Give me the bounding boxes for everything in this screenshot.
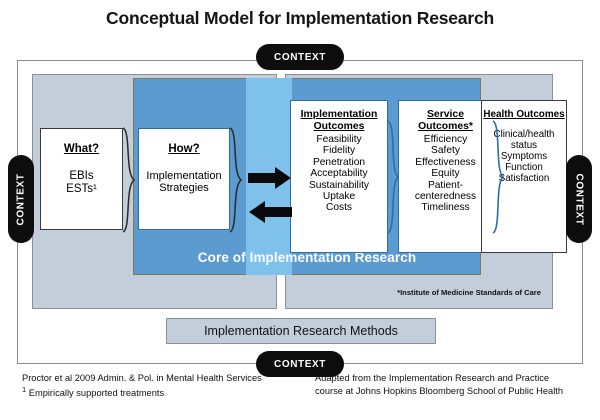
- health-outcome-item: Symptoms: [500, 151, 548, 163]
- context-pill-right: CONTEXT: [566, 155, 592, 243]
- box-how-items: Implementation Strategies: [139, 170, 229, 195]
- service-outcome-item: Equity: [431, 168, 460, 180]
- box-service-outcomes-items: Efficiency Safety Effectiveness Equity P…: [399, 134, 492, 214]
- footer-adapted-2: course at Johns Hopkins Bloomberg School…: [315, 386, 564, 397]
- box-how-header: How?: [168, 143, 200, 155]
- box-how-item: Implementation: [146, 169, 222, 182]
- context-pill-top: CONTEXT: [256, 44, 344, 70]
- implementation-outcome-item: Fidelity: [322, 145, 356, 157]
- box-how-item: Strategies: [159, 182, 209, 195]
- service-outcome-item: Effectiveness: [415, 156, 476, 168]
- box-service-outcomes[interactable]: Service Outcomes* Efficiency Safety Effe…: [398, 100, 493, 253]
- box-implementation-outcomes-header-1: Implementation: [300, 109, 378, 120]
- context-pill-bottom: CONTEXT: [256, 351, 344, 377]
- implementation-outcome-item: Feasibility: [316, 133, 362, 145]
- service-outcome-item: Timeliness: [421, 202, 470, 214]
- brace-impl-to-service: [387, 120, 400, 234]
- page-title: Conceptual Model for Implementation Rese…: [106, 8, 494, 28]
- box-what-items: EBIs ESTs¹: [41, 170, 122, 196]
- box-what-item: ESTs¹: [66, 182, 97, 195]
- footer-right: Adapted from the Implementation Research…: [315, 372, 590, 399]
- box-what-item: EBIs: [69, 169, 94, 182]
- core-panel-label: Core of Implementation Research: [197, 250, 417, 265]
- footer-adapted-1: Adapted from the Implementation Research…: [315, 373, 550, 383]
- service-outcome-item: Safety: [431, 145, 460, 157]
- brace-service-to-health: [492, 120, 505, 234]
- brace-how-to-arrows: [229, 127, 243, 233]
- box-implementation-outcomes[interactable]: Implementation Outcomes Feasibility Fide…: [290, 100, 388, 253]
- implementation-outcome-item: Penetration: [312, 156, 366, 168]
- box-health-outcomes-header: Health Outcomes: [483, 109, 565, 120]
- brace-what-to-how: [122, 127, 136, 233]
- footer-left: Proctor et al 2009 Admin. & Pol. in Ment…: [22, 372, 312, 401]
- service-outcome-item: Efficiency: [423, 133, 468, 145]
- health-outcome-item: Clinical/health: [493, 129, 555, 141]
- implementation-outcome-item: Acceptability: [310, 168, 368, 180]
- footnote-marker: 1: [22, 385, 27, 395]
- footer-citation: Proctor et al 2009 Admin. & Pol. in Ment…: [22, 373, 262, 383]
- box-health-outcomes-items: Clinical/health status Symptoms Function…: [482, 129, 566, 185]
- box-how[interactable]: How? Implementation Strategies: [138, 128, 230, 230]
- box-implementation-outcomes-header-2: Outcomes: [313, 121, 365, 133]
- context-pill-right-label: CONTEXT: [573, 173, 585, 225]
- iom-footnote: *Institute of Medicine Standards of Care: [397, 288, 541, 297]
- implementation-research-methods-bar[interactable]: Implementation Research Methods: [166, 318, 436, 344]
- implementation-outcome-item: Costs: [325, 202, 353, 214]
- arrow-left-icon: [249, 201, 292, 223]
- footnote-text: Empirically supported treatments: [26, 388, 165, 399]
- service-outcome-item: centeredness: [414, 190, 477, 202]
- box-service-outcomes-header-2: Outcomes*: [418, 121, 473, 133]
- box-service-outcomes-header-1: Service: [427, 109, 464, 120]
- implementation-outcome-item: Sustainability: [308, 179, 370, 191]
- bidirectional-arrows: [248, 167, 292, 223]
- health-outcome-item: Function: [505, 162, 543, 173]
- context-pill-left-label: CONTEXT: [15, 173, 27, 225]
- box-what-header: What?: [63, 143, 100, 155]
- footer-footnote: 1 Empirically supported treatments: [22, 385, 312, 401]
- arrow-right-icon: [248, 167, 291, 189]
- health-outcome-item: status: [510, 140, 538, 152]
- box-what[interactable]: What? EBIs ESTs¹: [40, 128, 123, 230]
- context-pill-left: CONTEXT: [8, 155, 34, 243]
- implementation-outcome-item: Uptake: [322, 190, 356, 202]
- health-outcome-item: Satisfaction: [498, 172, 550, 184]
- box-implementation-outcomes-items: Feasibility Fidelity Penetration Accepta…: [291, 134, 387, 214]
- service-outcome-item: Patient-: [427, 179, 464, 191]
